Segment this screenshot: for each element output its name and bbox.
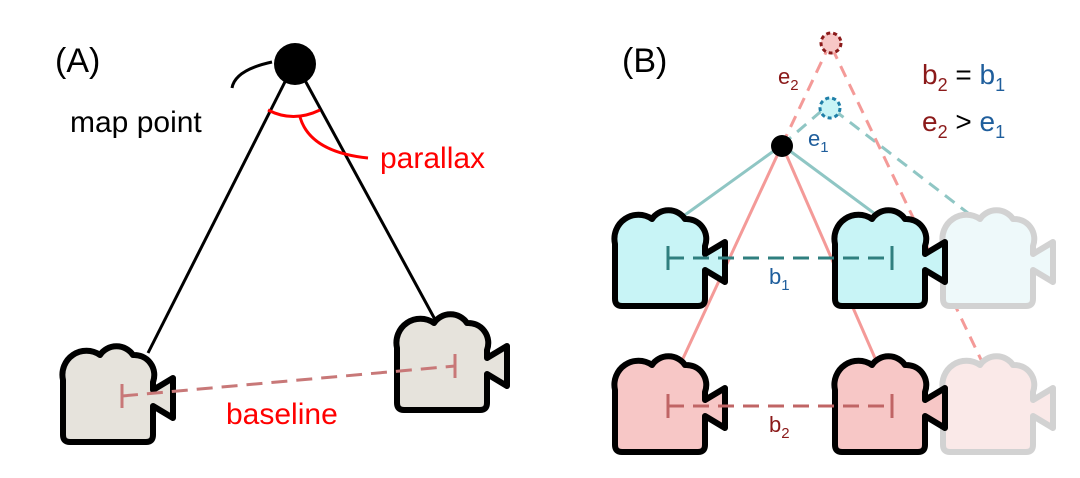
parallax-label: parallax	[380, 142, 485, 175]
pink-ray-right	[780, 144, 880, 366]
panel-b: (B)	[614, 31, 1053, 452]
panel-b-label: (B)	[622, 42, 667, 80]
panel-a: (A) map point parallax baseline	[55, 42, 507, 442]
e1-point	[818, 96, 842, 120]
equation-e-greater: e2 > e1	[922, 106, 1005, 142]
map-point-dot	[274, 43, 316, 85]
map-point-leader	[230, 60, 273, 89]
camera-a-right	[396, 314, 507, 410]
camera-b-faded-pink	[942, 356, 1053, 452]
camera-b-faded-cyan	[942, 210, 1053, 306]
map-point-label: map point	[70, 106, 202, 139]
baseline-line	[121, 364, 456, 398]
panel-a-label: (A)	[55, 42, 100, 80]
pink-ray-extension	[780, 47, 830, 146]
e2-label: e2	[778, 64, 799, 94]
parallax-arc	[267, 108, 321, 118]
e1-label: e1	[808, 126, 829, 156]
b2-label: b2	[769, 412, 790, 442]
b1-label: b1	[769, 264, 790, 294]
baseline-label: baseline	[226, 398, 338, 431]
map-point-b	[771, 135, 793, 157]
camera-b-pink-left	[614, 356, 725, 452]
camera-b-pink-right	[834, 356, 945, 452]
cyan-ray-right	[781, 143, 891, 227]
cyan-ray-shifted	[833, 108, 991, 232]
pink-ray-left	[678, 144, 784, 366]
equation-b-equal: b2 = b1	[922, 59, 1005, 95]
ray-right-a	[293, 61, 440, 326]
e2-point	[819, 31, 843, 55]
parallax-leader	[298, 116, 369, 160]
